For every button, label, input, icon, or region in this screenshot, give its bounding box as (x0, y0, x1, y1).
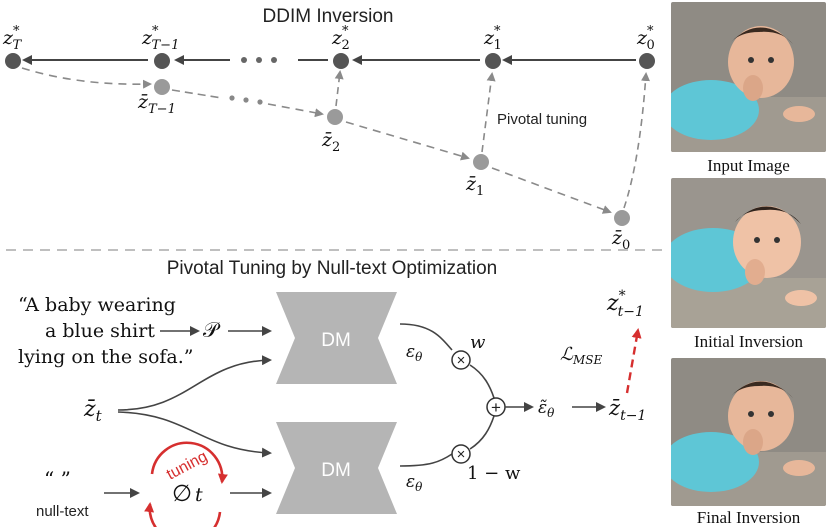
dashed-z2bar-to-z1bar (345, 121, 470, 161)
dm-label-bottom: DM (321, 460, 351, 481)
label-z0-star: z*0 (636, 24, 655, 53)
node-zT1-bar (154, 79, 170, 95)
ellipsis-dot (229, 95, 235, 101)
caption-final-inversion: Final Inversion (696, 508, 801, 527)
curve-zt-to-dm-top (117, 355, 272, 411)
ellipsis-dot (271, 57, 277, 63)
null-text-quotes: “ ” (44, 467, 71, 491)
eps-top-label: εθ (406, 342, 423, 364)
z-tm1-bar-label: z̄t−1 (608, 396, 646, 424)
loss-arrow (625, 328, 642, 394)
prompt-line-1: “A baby wearing (18, 294, 176, 316)
multiply-node-top (451, 350, 471, 370)
caption-input-image: Input Image (707, 156, 790, 175)
loss-label: ℒMSE (560, 344, 602, 367)
tuning-arc-bottom (144, 502, 222, 527)
label-zT1-star: z*T−1 (141, 24, 179, 53)
dashed-z0bar-to-z0 (623, 72, 651, 209)
ellipsis-dot (241, 57, 247, 63)
null-text-optimization-title: Pivotal Tuning by Null-text Optimization (167, 258, 498, 279)
line-mult-bottom-to-sum (469, 415, 495, 450)
ellipsis-dot (256, 57, 262, 63)
dm-block-top-shape (276, 292, 397, 384)
w-label: w (470, 332, 486, 353)
initial-inversion-image (671, 178, 826, 328)
dashed-z1bar-to-z0bar (491, 167, 612, 214)
prompt-line-2: a blue shirt (45, 320, 155, 342)
node-z0-bar (614, 210, 630, 226)
label-z2-star: z*2 (331, 24, 350, 53)
dashed-zT-to-zT1bar (21, 67, 152, 89)
label-z1-star: z*1 (483, 24, 502, 53)
sum-symbol: + (491, 398, 501, 417)
eps-bottom-label: εθ (406, 472, 423, 494)
node-zT-star (5, 53, 21, 69)
caption-initial-inversion: Initial Inversion (693, 332, 804, 351)
prompt-line-3: lying on the sofa.” (18, 346, 194, 368)
phi-t-label: ∅t (172, 481, 203, 507)
tuning-arc-top (150, 441, 228, 484)
label-zT1-bar: z̄T−1 (137, 91, 176, 117)
null-text-label: null-text (36, 503, 89, 520)
p-symbol: 𝒫 (203, 318, 221, 342)
dm-block-bottom-shape (276, 422, 397, 514)
multiply-symbol-bottom: × (457, 446, 466, 463)
ellipsis-dot (257, 99, 263, 105)
dashed-dots-to-z2bar (267, 103, 324, 118)
zt-label: z̄t (83, 397, 103, 425)
input-image (671, 2, 826, 152)
node-z2-star (333, 53, 349, 69)
pivotal-tuning-label: Pivotal tuning (497, 111, 587, 128)
ddim-inversion-title: DDIM Inversion (263, 6, 394, 27)
curve-zt-to-dm-bottom (117, 411, 272, 458)
node-zT1-star (154, 53, 170, 69)
ellipsis-dot (243, 97, 249, 103)
multiply-symbol-top: × (457, 352, 466, 369)
one-minus-w-label: 1 − w (467, 463, 521, 484)
node-z0-star (639, 53, 655, 69)
line-mult-top-to-sum (469, 364, 495, 399)
line-dm-bottom-to-mult (399, 453, 453, 467)
node-z2-bar (327, 109, 343, 125)
node-z1-bar (473, 154, 489, 170)
dashed-z2bar-to-z2 (334, 70, 344, 107)
eps-tilde-label: ε̃θ (538, 398, 555, 420)
z-star-tm1-label: z*t−1 (606, 288, 644, 320)
label-z0-bar: z̄0 (611, 227, 630, 253)
dm-label-top: DM (321, 330, 351, 351)
label-z1-bar: z̄1 (465, 173, 484, 199)
line-dm-top-to-mult (399, 323, 453, 351)
final-inversion-image (671, 358, 826, 506)
label-zT-star: z*T (2, 24, 23, 53)
label-z2-bar: z̄2 (321, 129, 340, 155)
dashed-z1bar-to-z1 (481, 72, 496, 153)
dashdot-zT1bar-to-dots (171, 89, 223, 99)
tuning-label: tuning (164, 448, 210, 483)
node-z1-star (485, 53, 501, 69)
multiply-node-bottom (451, 444, 471, 464)
